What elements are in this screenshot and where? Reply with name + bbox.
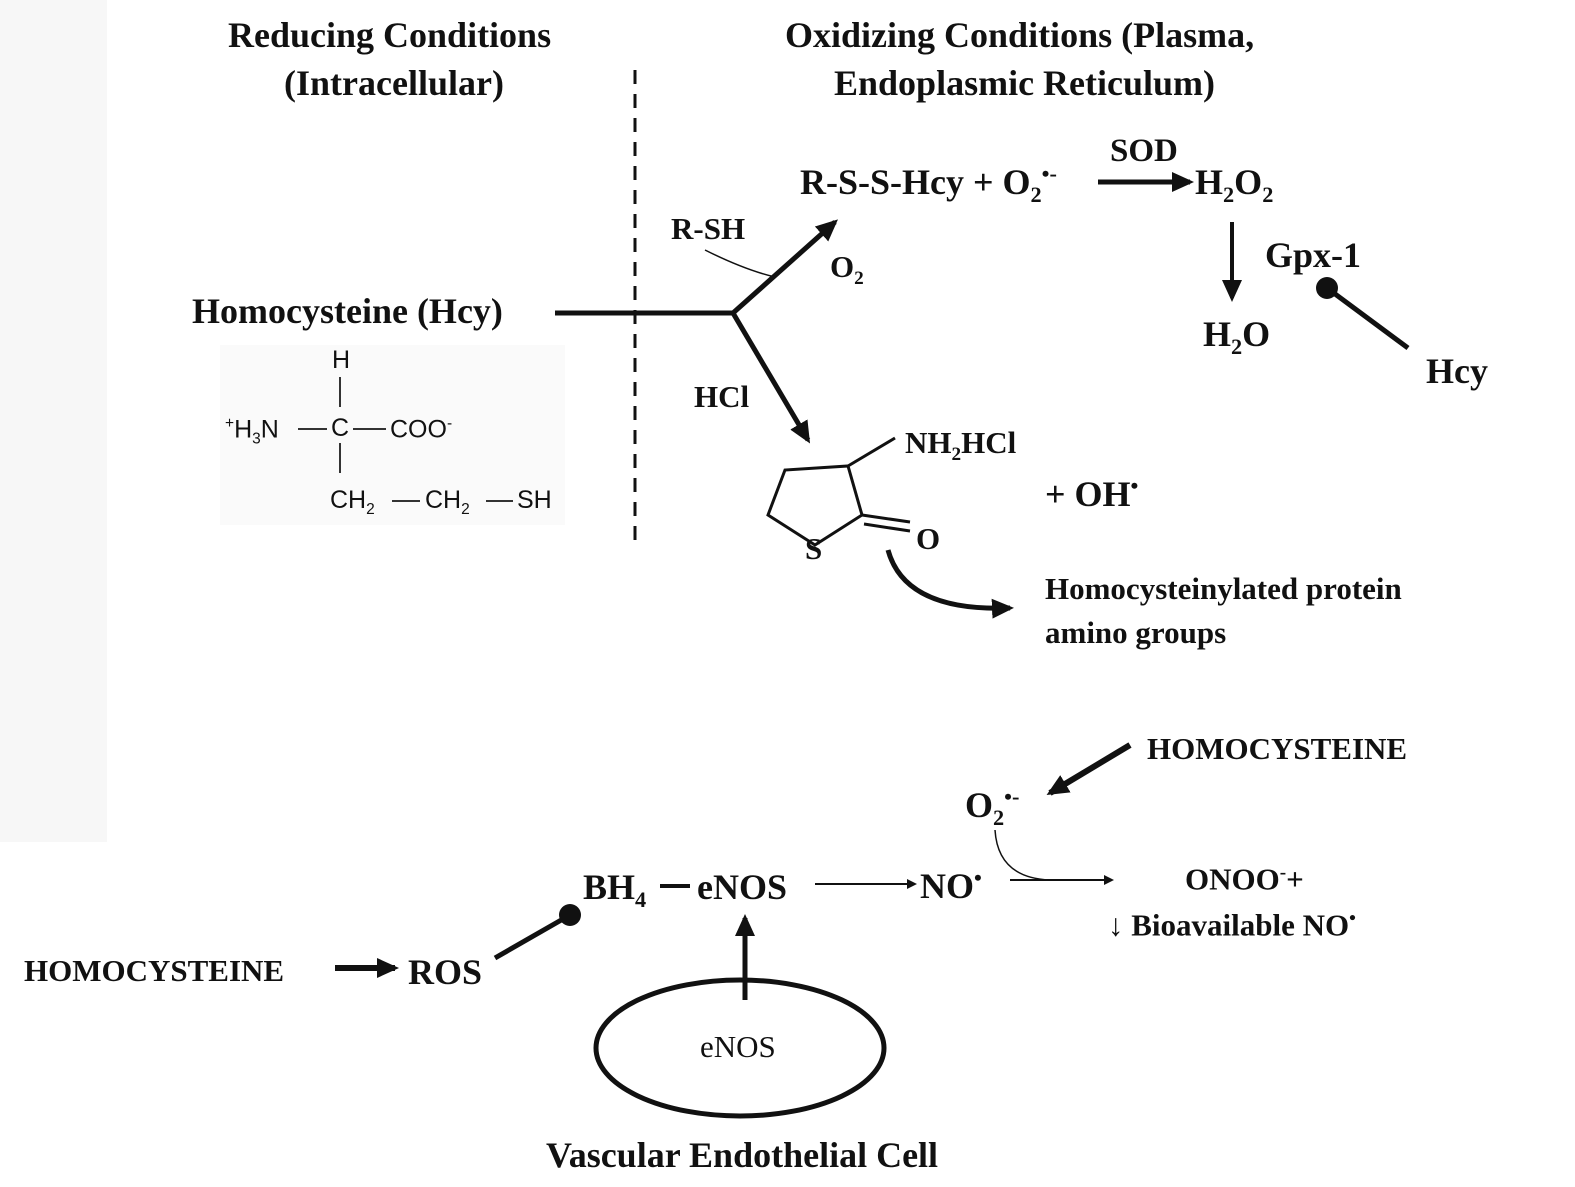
sod-label: SOD bbox=[1110, 133, 1178, 169]
protein-curve-arrow bbox=[885, 549, 1014, 619]
superoxide-label: O2•- bbox=[965, 784, 1020, 831]
ring-oxygen-atom: O bbox=[916, 521, 941, 556]
protein-line1: Homocysteinylated protein bbox=[1045, 571, 1402, 606]
o2-join-curve bbox=[994, 829, 1051, 881]
endothelial-cell-ellipse bbox=[593, 977, 887, 1119]
bioavailable-no-label: ↓ Bioavailable NO• bbox=[1108, 907, 1356, 943]
enos-cell-label: eNOS bbox=[700, 1029, 776, 1064]
ring-nh-bond bbox=[847, 436, 896, 468]
header-reducing: Reducing Conditions bbox=[228, 15, 552, 55]
left-panel-strip bbox=[0, 0, 107, 842]
ring-sulfur-atom: S bbox=[805, 531, 823, 566]
mol-c-atom: C bbox=[331, 414, 350, 442]
mol-sh-group: SH bbox=[517, 486, 552, 514]
homocysteine-label: Homocysteine (Hcy) bbox=[192, 291, 503, 331]
mol-coo-group: COO- bbox=[390, 415, 453, 444]
mol-h-atom: H bbox=[332, 346, 351, 374]
homocysteine-to-o2-arrow bbox=[1046, 742, 1132, 796]
rsh-curve bbox=[704, 249, 776, 278]
hcy-inhibit-line bbox=[1325, 285, 1410, 351]
o2-reagent-label: O2 bbox=[830, 249, 864, 290]
hcl-reagent-label: HCl bbox=[694, 379, 750, 414]
ros-inhibit-dot bbox=[559, 904, 581, 926]
vascular-cell-label: Vascular Endothelial Cell bbox=[546, 1135, 939, 1175]
gpx1-label: Gpx-1 bbox=[1265, 235, 1362, 275]
header-intracellular: (Intracellular) bbox=[284, 63, 504, 103]
mol-ch2-b: CH2 bbox=[425, 486, 470, 518]
no-radical-label: NO• bbox=[920, 865, 982, 906]
rsh-label: R-SH bbox=[671, 211, 746, 246]
homocysteine-left-label: HOMOCYSTEINE bbox=[24, 953, 285, 988]
bh4-label: BH4 bbox=[583, 867, 647, 913]
header-er: Endoplasmic Reticulum) bbox=[834, 63, 1216, 103]
hcl-branch-arrow bbox=[730, 311, 811, 444]
mol-ch2-a: CH2 bbox=[330, 486, 375, 518]
ring-co-bond2 bbox=[863, 522, 911, 533]
header-oxidizing: Oxidizing Conditions (Plasma, bbox=[785, 15, 1255, 55]
peroxynitrite-label: ONOO-+ bbox=[1185, 861, 1304, 897]
hcy-inhibit-dot bbox=[1316, 277, 1338, 299]
h2o-label: H2O bbox=[1203, 314, 1271, 360]
ros-inhibit-line bbox=[493, 912, 572, 961]
rssh-equation: R-S-S-Hcy + O2•- bbox=[800, 161, 1057, 208]
homocysteine-right-label: HOMOCYSTEINE bbox=[1147, 731, 1408, 766]
hydroxyl-radical-label: + OH• bbox=[1045, 473, 1139, 514]
protein-line2: amino groups bbox=[1045, 615, 1227, 650]
nh2hcl-label: NH2HCl bbox=[905, 425, 1017, 466]
h2o2-label: H2O2 bbox=[1195, 162, 1274, 208]
homocysteine-structure: H +H3N C COO- CH2 CH2 SH bbox=[220, 345, 565, 525]
thiolactone-ring bbox=[766, 464, 864, 547]
molecule-bonds bbox=[298, 377, 513, 502]
hcy-inhibitor-label: Hcy bbox=[1426, 351, 1488, 391]
mol-h3n-group: +H3N bbox=[225, 415, 279, 448]
ring-co-bond1 bbox=[861, 513, 911, 524]
o2-branch-arrow bbox=[731, 219, 838, 315]
enos-top-label: eNOS bbox=[697, 867, 787, 907]
ros-label: ROS bbox=[408, 952, 483, 992]
